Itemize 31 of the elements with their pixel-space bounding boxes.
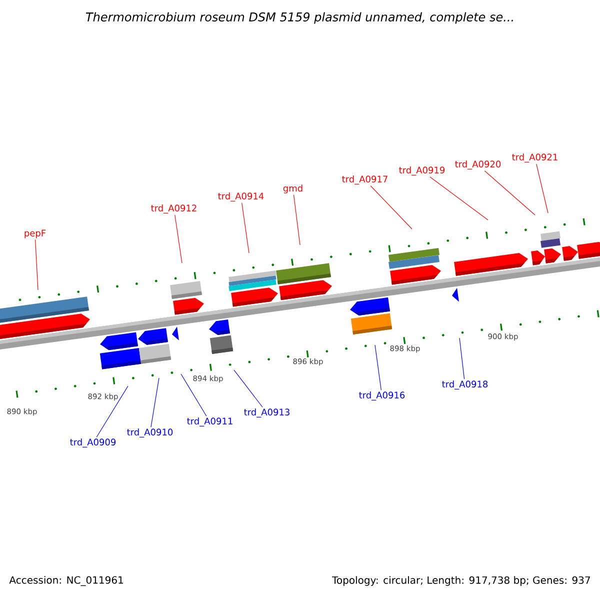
gene-label: trd_A0921 bbox=[512, 154, 558, 162]
gene-label: pepF bbox=[24, 230, 46, 238]
gene-label: trd_A0910 bbox=[127, 428, 173, 438]
title: Thermomicrobium roseum DSM 5159 plasmid unnamed, complete se... bbox=[86, 12, 513, 24]
topology-label: Topology: circular; Length: 917,738 bp; Genes: 937 bbox=[332, 576, 590, 586]
gene-label: trd_A0919 bbox=[399, 166, 445, 176]
leader-line bbox=[150, 378, 160, 428]
leader-line bbox=[242, 202, 250, 254]
leader-line bbox=[174, 214, 182, 264]
gene-label: trd_A0920 bbox=[455, 160, 501, 170]
leader-line bbox=[536, 164, 548, 214]
leader-line bbox=[234, 370, 263, 408]
leader-line bbox=[370, 186, 412, 230]
leader-line bbox=[35, 239, 38, 290]
gene-label: trd_A0913 bbox=[244, 408, 290, 418]
leader-line bbox=[293, 194, 300, 246]
gene-label: trd_A0911 bbox=[187, 418, 232, 426]
gene-label: trd_A0916 bbox=[359, 392, 405, 400]
accession-label: Accession: NC_011961 bbox=[9, 576, 123, 586]
leader-line bbox=[484, 170, 536, 216]
gene-label: trd_A0917 bbox=[342, 176, 388, 184]
leader-line bbox=[96, 386, 128, 438]
gene-label: trd_A0912 bbox=[151, 204, 196, 214]
leader-line bbox=[430, 176, 488, 220]
gene-label: trd_A0914 bbox=[218, 192, 264, 202]
leader-line bbox=[459, 338, 465, 380]
gene-label: trd_A0918 bbox=[442, 380, 488, 390]
leader-line bbox=[180, 374, 207, 416]
leader-line bbox=[374, 344, 382, 390]
gene-label: gmd bbox=[283, 184, 302, 194]
gene-label: trd_A0909 bbox=[70, 438, 116, 448]
